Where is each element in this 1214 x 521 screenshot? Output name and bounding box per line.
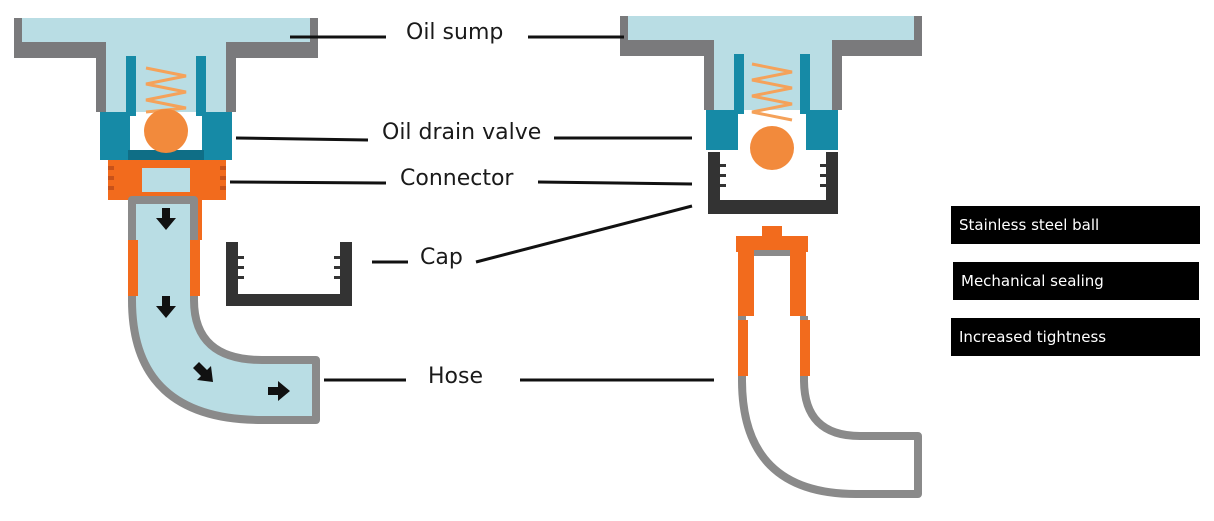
right-connector	[736, 226, 808, 330]
oil-drain-valve-label: Oil drain valve	[382, 120, 542, 145]
cap-leader-right	[475, 204, 693, 264]
connector-leader-right	[537, 180, 693, 186]
feature-badge-increased-tightness: Increased tightness	[951, 318, 1200, 356]
right-hose	[738, 316, 922, 498]
left-oil-sump	[14, 18, 318, 112]
right-assembly	[620, 16, 922, 498]
left-cap	[226, 242, 352, 306]
right-spring	[751, 62, 793, 122]
flow-arrow-icon	[156, 208, 290, 401]
hose-label: Hose	[428, 364, 483, 389]
feature-badge-mechanical-sealing: Mechanical sealing	[953, 262, 1199, 300]
oil-drain-valve-leader-left	[235, 136, 369, 142]
right-cap	[708, 152, 838, 214]
right-oil-sump	[620, 16, 922, 110]
left-oil-drain-valve	[100, 56, 232, 160]
cap-label: Cap	[420, 245, 463, 270]
left-spring	[145, 66, 187, 114]
oil-sump-label: Oil sump	[406, 20, 504, 45]
left-assembly	[14, 18, 352, 424]
left-hose	[128, 196, 320, 424]
left-steel-ball	[144, 109, 188, 153]
connector-leader-left	[229, 180, 387, 185]
connector-label: Connector	[400, 166, 514, 191]
leader-lines	[229, 35, 714, 382]
feature-badge-stainless-steel-ball: Stainless steel ball	[951, 206, 1200, 244]
right-steel-ball	[750, 126, 794, 170]
right-oil-drain-valve	[706, 54, 838, 150]
